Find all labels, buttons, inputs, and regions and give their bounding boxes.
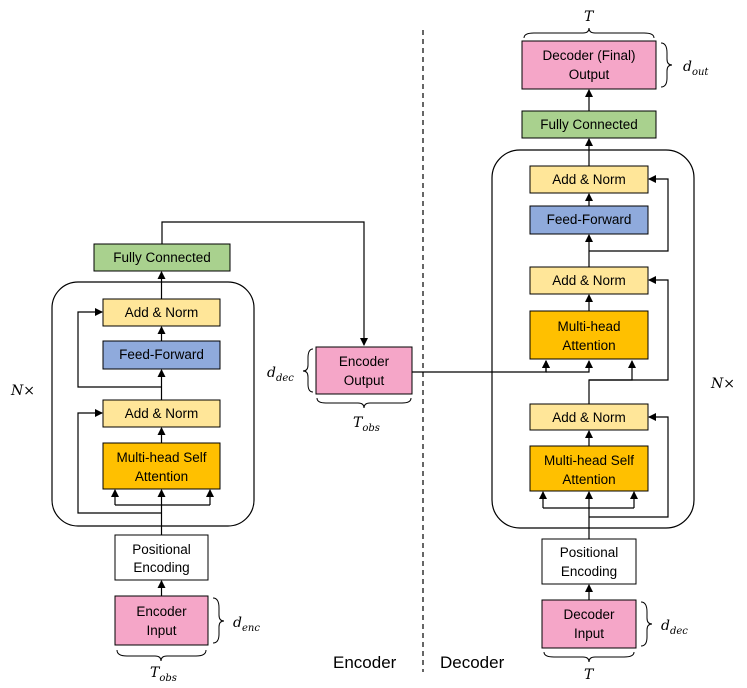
decoder-mhsa-box: Multi-head Self Attention [529, 445, 649, 492]
decoder-addnorm-3-box: Add & Norm [529, 165, 649, 194]
decoder-input-box: Decoder Input [541, 599, 637, 649]
decoder-d-out-label: dout [683, 59, 709, 78]
decoder-final-output-label-2: Output [569, 67, 610, 82]
encoder-fully-connected-label: Fully Connected [113, 250, 211, 265]
decoder-nx-container [491, 149, 695, 529]
encoder-nx-label: N× [10, 383, 35, 399]
decoder-input-dim-brace [640, 601, 653, 647]
encoder-to-decoder-connection [412, 360, 593, 373]
encoder-fully-connected-box: Fully Connected [93, 243, 231, 272]
decoder-mhsa-label-2: Attention [562, 472, 615, 487]
decoder-input-label-2: Input [574, 626, 604, 641]
encoder-pe-label-1: Positional [132, 542, 191, 557]
encoder-t-obs-label: Tobs [150, 665, 177, 684]
decoder-mha-label-1: Multi-head [557, 319, 620, 334]
encoder-output-t-obs-label: Tobs [353, 415, 380, 434]
decoder-t-bottom-label: T [584, 667, 595, 683]
encoder-input-len-brace [116, 649, 207, 662]
decoder-nx-label: N× [710, 376, 735, 392]
encoder-feedforward-box: Feed-Forward [102, 340, 221, 370]
decoder-output-dim-brace [660, 42, 673, 88]
encoder-output-box: Encoder Output [315, 346, 413, 395]
decoder-addnorm-2-box: Add & Norm [529, 266, 649, 295]
decoder-feedforward-box: Feed-Forward [529, 205, 649, 235]
decoder-connections [539, 89, 669, 600]
encoder-addnorm-1-box: Add & Norm [102, 399, 221, 428]
encoder-output-len-brace [316, 397, 412, 409]
encoder-output-label-1: Encoder [339, 354, 390, 369]
encoder-mhsa-label-2: Attention [135, 469, 188, 484]
encoder-input-box: Encoder Input [114, 595, 209, 646]
decoder-input-label-1: Decoder [563, 607, 615, 622]
decoder-feedforward-label: Feed-Forward [547, 212, 632, 227]
encoder-input-label-2: Input [146, 623, 176, 638]
encoder-output-dim-brace [302, 348, 314, 393]
encoder-d-enc-label: denc [233, 615, 260, 634]
decoder-d-dec-label: ddec [661, 618, 688, 637]
decoder-t-top-label: T [584, 9, 595, 25]
encoder-addnorm-1-label: Add & Norm [125, 406, 199, 421]
encoder-addnorm-2-label: Add & Norm [125, 305, 199, 320]
encoder-positional-encoding-box: Positional Encoding [114, 534, 209, 581]
encoder-output-d-dec-label: ddec [267, 365, 294, 384]
decoder-addnorm-2-label: Add & Norm [552, 273, 626, 288]
decoder-fully-connected-box: Fully Connected [521, 110, 657, 139]
decoder-fully-connected-label: Fully Connected [540, 117, 638, 132]
decoder-addnorm-1-label: Add & Norm [552, 410, 626, 425]
decoder-mhsa-label-1: Multi-head Self [544, 453, 634, 468]
encoder-feedforward-label: Feed-Forward [119, 347, 204, 362]
encoder-mhsa-box: Multi-head Self Attention [102, 442, 221, 490]
encoder-input-dim-brace [212, 597, 225, 644]
decoder-section-label: Decoder [440, 653, 505, 672]
encoder-output-label-2: Output [344, 373, 385, 388]
decoder-input-len-brace [543, 651, 635, 663]
encoder-section-label: Encoder [333, 653, 397, 672]
encoder-pe-label-2: Encoding [133, 560, 189, 575]
encoder-input-label-1: Encoder [136, 604, 187, 619]
decoder-output-len-brace [523, 27, 655, 39]
decoder-mha-box: Multi-head Attention [529, 310, 649, 360]
decoder-final-output-label-1: Decoder (Final) [542, 48, 635, 63]
encoder-connections [77, 221, 368, 596]
encoder-nx-container [51, 281, 255, 527]
decoder-final-output-box: Decoder (Final) Output [521, 40, 657, 90]
decoder-positional-encoding-box: Positional Encoding [541, 538, 637, 585]
decoder-addnorm-1-box: Add & Norm [529, 403, 649, 431]
encoder-mhsa-label-1: Multi-head Self [116, 450, 206, 465]
decoder-mha-label-2: Attention [562, 338, 615, 353]
decoder-pe-label-1: Positional [560, 545, 619, 560]
encoder-addnorm-2-box: Add & Norm [102, 298, 221, 327]
decoder-addnorm-3-label: Add & Norm [552, 172, 626, 187]
decoder-pe-label-2: Encoding [561, 564, 617, 579]
